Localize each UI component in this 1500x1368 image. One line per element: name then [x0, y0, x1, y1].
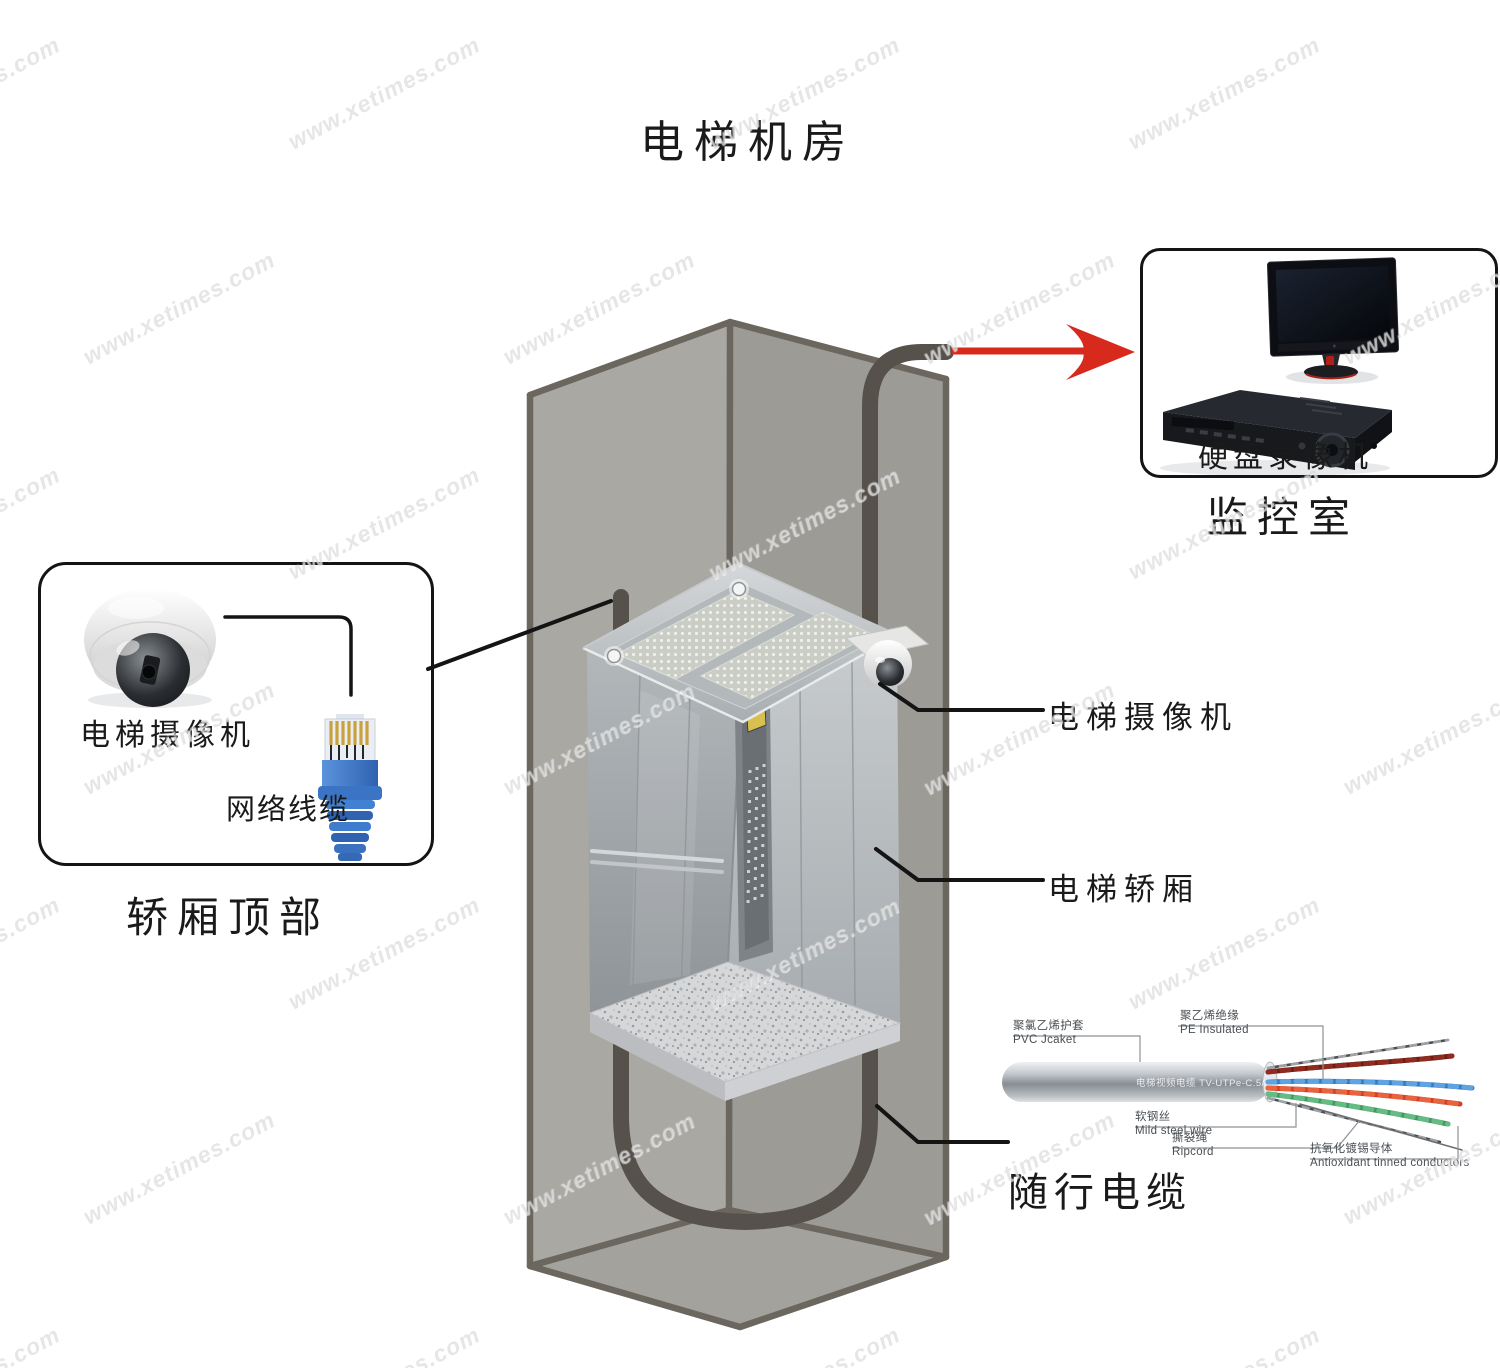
rj45-connector: [318, 714, 382, 861]
cable-print-text: 电梯视频电缆 TV-UTPe-C.5/4C: [1136, 1077, 1278, 1089]
monitor-stand: [1304, 354, 1358, 380]
cd-label-pvc: 聚氯乙烯护套 PVC Jcaket: [1013, 1020, 1084, 1047]
line-car-callout: [874, 847, 1045, 882]
monitor-room-caption: 监控室: [1206, 494, 1360, 541]
cd-label-pe-en: PE Insulated: [1180, 1023, 1249, 1036]
cd-label-ripcord-en: Ripcord: [1172, 1145, 1214, 1158]
dome-camera: [84, 588, 216, 708]
cd-label-pvc-en: PVC Jcaket: [1013, 1033, 1077, 1046]
traveling-cable: [613, 344, 954, 1230]
page-title: 电梯机房: [640, 118, 856, 167]
callout-car: 电梯轿厢: [1048, 872, 1200, 907]
car-control-panel: [735, 692, 773, 962]
cd-label-conductors: 抗氧化镀锡导体 Antioxidant tinned conductors: [1310, 1143, 1470, 1170]
cd-label-pvc-zh: 聚氯乙烯护套: [1013, 1020, 1084, 1032]
car-dome-camera: [844, 625, 930, 688]
callout-lines: [223, 599, 1045, 1144]
dvr: [1160, 390, 1392, 476]
car-ceiling: [582, 561, 899, 724]
line-box-to-car-top: [426, 599, 613, 671]
cd-label-pe: 聚乙烯绝缘 PE Insulated: [1180, 1010, 1249, 1037]
car-top-equipment: [84, 588, 382, 861]
monitor-room-box: [1140, 248, 1498, 478]
line-camera-to-connector: [223, 615, 353, 697]
cd-label-steel-en: Mild steel wire: [1135, 1124, 1213, 1137]
line-camera-callout: [878, 682, 1045, 712]
monitor: [1267, 257, 1399, 357]
cable-cross-section: 电梯视频电缆 TV-UTPe-C.5/4C: [1002, 1025, 1475, 1160]
car-top-caption: 轿厢顶部: [126, 894, 331, 941]
cd-label-steel-zh: 软钢丝: [1135, 1111, 1171, 1123]
monitor-and-dvr: [1160, 257, 1399, 476]
cd-label-ripcord-zh: 撕裂绳: [1172, 1132, 1208, 1144]
elevator-car: [582, 561, 930, 1101]
line-cable-callout: [875, 1104, 1010, 1144]
cd-label-steel: 软钢丝 Mild steel wire: [1135, 1111, 1212, 1138]
cd-label-pe-zh: 聚乙烯绝缘: [1180, 1010, 1239, 1022]
car-top-detail-box: [38, 562, 434, 866]
car-floor: [588, 961, 902, 1101]
car-handrail: [589, 849, 725, 874]
ceiling-downlights: [604, 579, 749, 666]
cd-label-conductors-zh: 抗氧化镀锡导体: [1310, 1143, 1393, 1155]
signal-arrow: [952, 324, 1135, 380]
callout-travel-cable: 随行电缆: [1008, 1171, 1192, 1215]
dvr-label: 硬盘录像机: [1198, 441, 1373, 474]
network-cable-label: 网络线缆: [226, 794, 351, 826]
cd-label-ripcord: 撕裂绳 Ripcord: [1172, 1132, 1214, 1159]
callout-camera: 电梯摄像机: [1048, 700, 1238, 735]
box-camera-label: 电梯摄像机: [80, 719, 255, 752]
cd-label-conductors-en: Antioxidant tinned conductors: [1310, 1156, 1470, 1169]
